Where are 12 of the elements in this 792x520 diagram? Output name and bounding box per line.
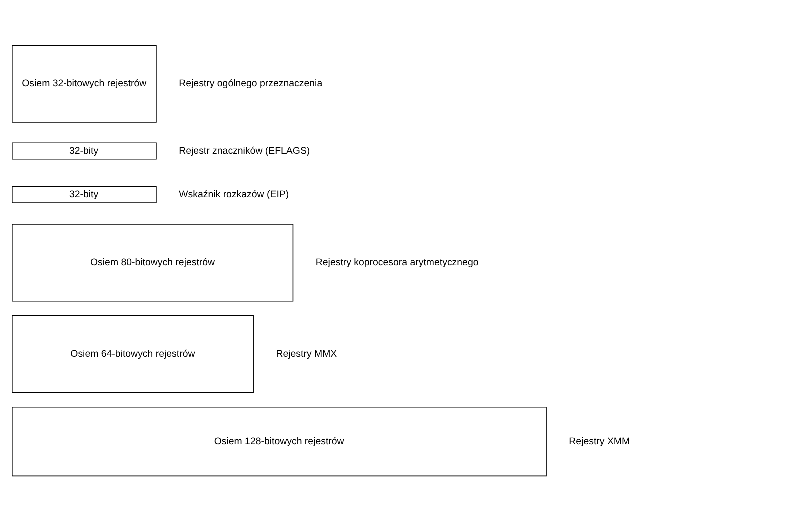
node-label: Rejestry XMM — [569, 436, 630, 447]
node-label: Rejestry ogólnego przeznaczenia — [179, 78, 323, 90]
node-box: 32-bity — [12, 186, 157, 203]
node-box: Osiem 128-bitowych rejestrów — [12, 406, 547, 476]
node-box: Osiem 64-bitowych rejestrów — [12, 315, 254, 393]
node-box: Osiem 80-bitowych rejestrów — [12, 224, 294, 302]
node-box: 32-bity — [12, 142, 157, 160]
node-label: Wskaźnik rozkazów (EIP) — [179, 188, 290, 200]
node-label: Rejestry MMX — [276, 348, 338, 360]
node-label: Rejestr znaczników (EFLAGS) — [179, 145, 310, 156]
node-box: Osiem 32-bitowych rejestrów — [12, 44, 157, 122]
node-label: Rejestry koprocesora arytmetycznego — [316, 256, 479, 268]
